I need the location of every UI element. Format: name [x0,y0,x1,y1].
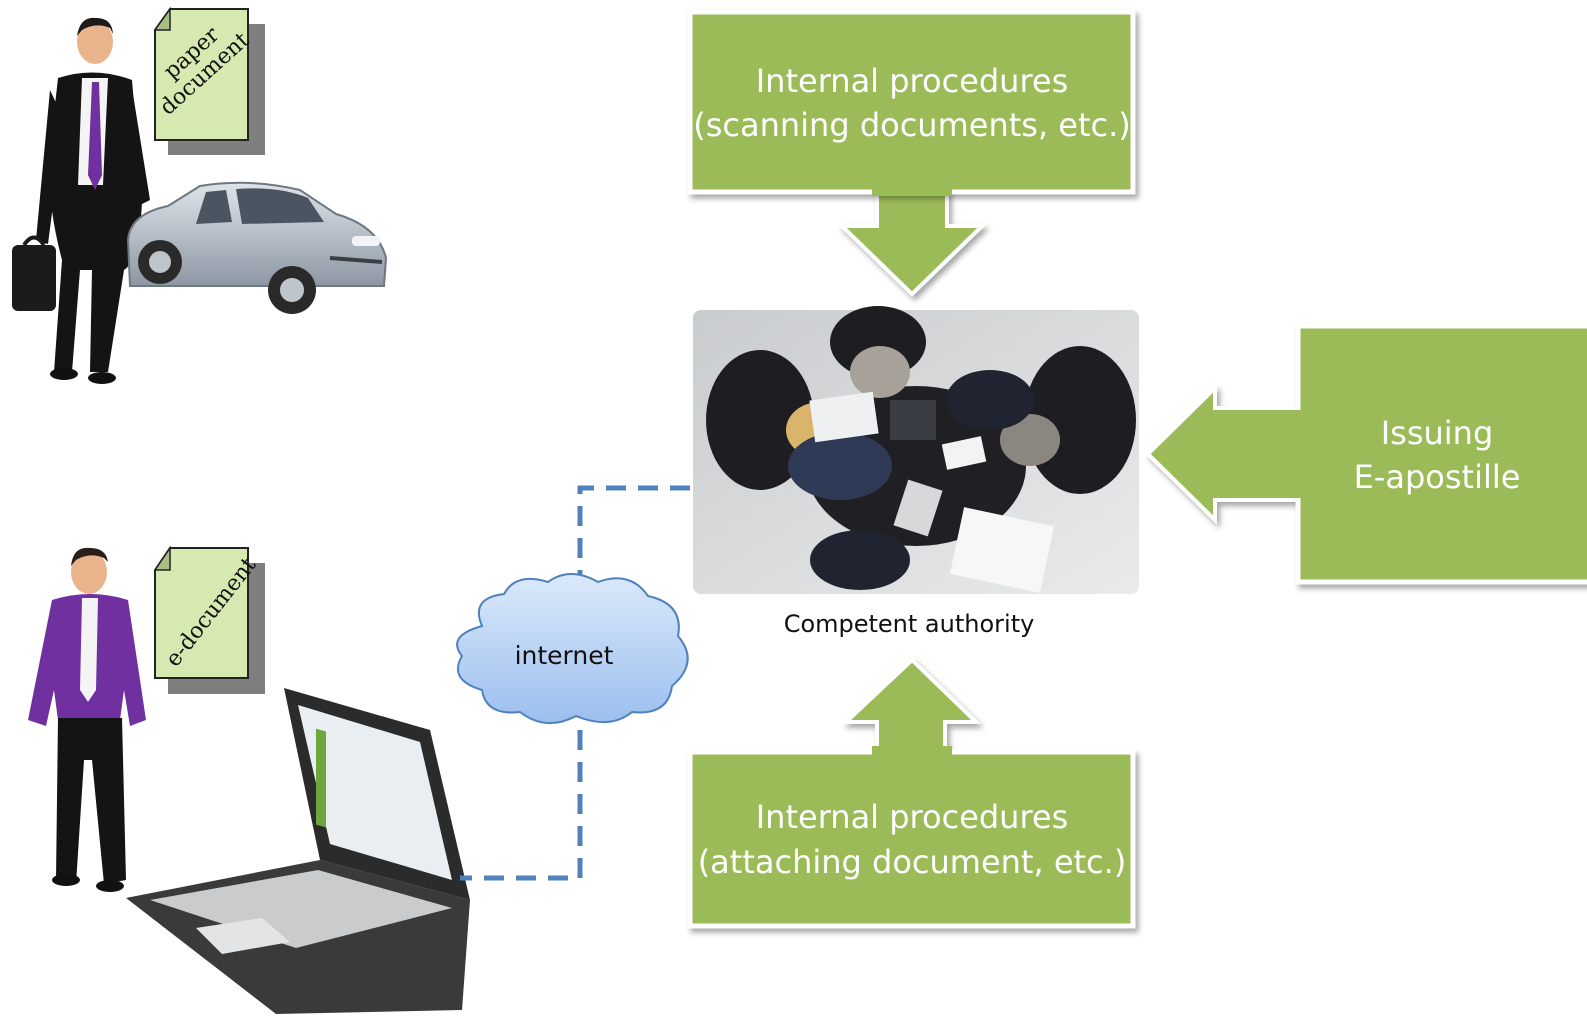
right-issuing-block: Issuing E-apostille [1145,323,1587,585]
top-box-line1: Internal procedures [756,62,1069,100]
businessman-e-document-figure [28,547,146,892]
up-arrow [840,657,981,758]
internet-label: internet [515,641,614,670]
top-procedure-block: Internal procedures (scanning documents,… [687,9,1136,297]
paper-document-note: paper document [153,6,265,155]
right-issuing-box [1295,323,1587,585]
competent-authority-photo [693,306,1139,594]
top-box-line2: (scanning documents, etc.) [693,106,1131,144]
bottom-procedure-block: Internal procedures (attaching document,… [687,657,1136,929]
top-procedure-box [687,9,1136,195]
e-document-note: e-document [153,545,265,694]
bottom-box-line2: (attaching document, etc.) [698,843,1127,881]
businessman-paper-figure [12,17,150,384]
down-arrow [837,188,987,297]
right-box-line1: Issuing [1381,414,1494,452]
left-arrow [1145,383,1304,525]
bottom-procedure-box [687,749,1136,929]
authority-caption: Competent authority [784,610,1035,638]
car-illustration [126,181,388,314]
internet-cloud: internet [456,573,689,724]
bottom-box-line1: Internal procedures [756,798,1069,836]
right-box-line2: E-apostille [1354,458,1521,496]
laptop-illustration [126,688,470,1014]
